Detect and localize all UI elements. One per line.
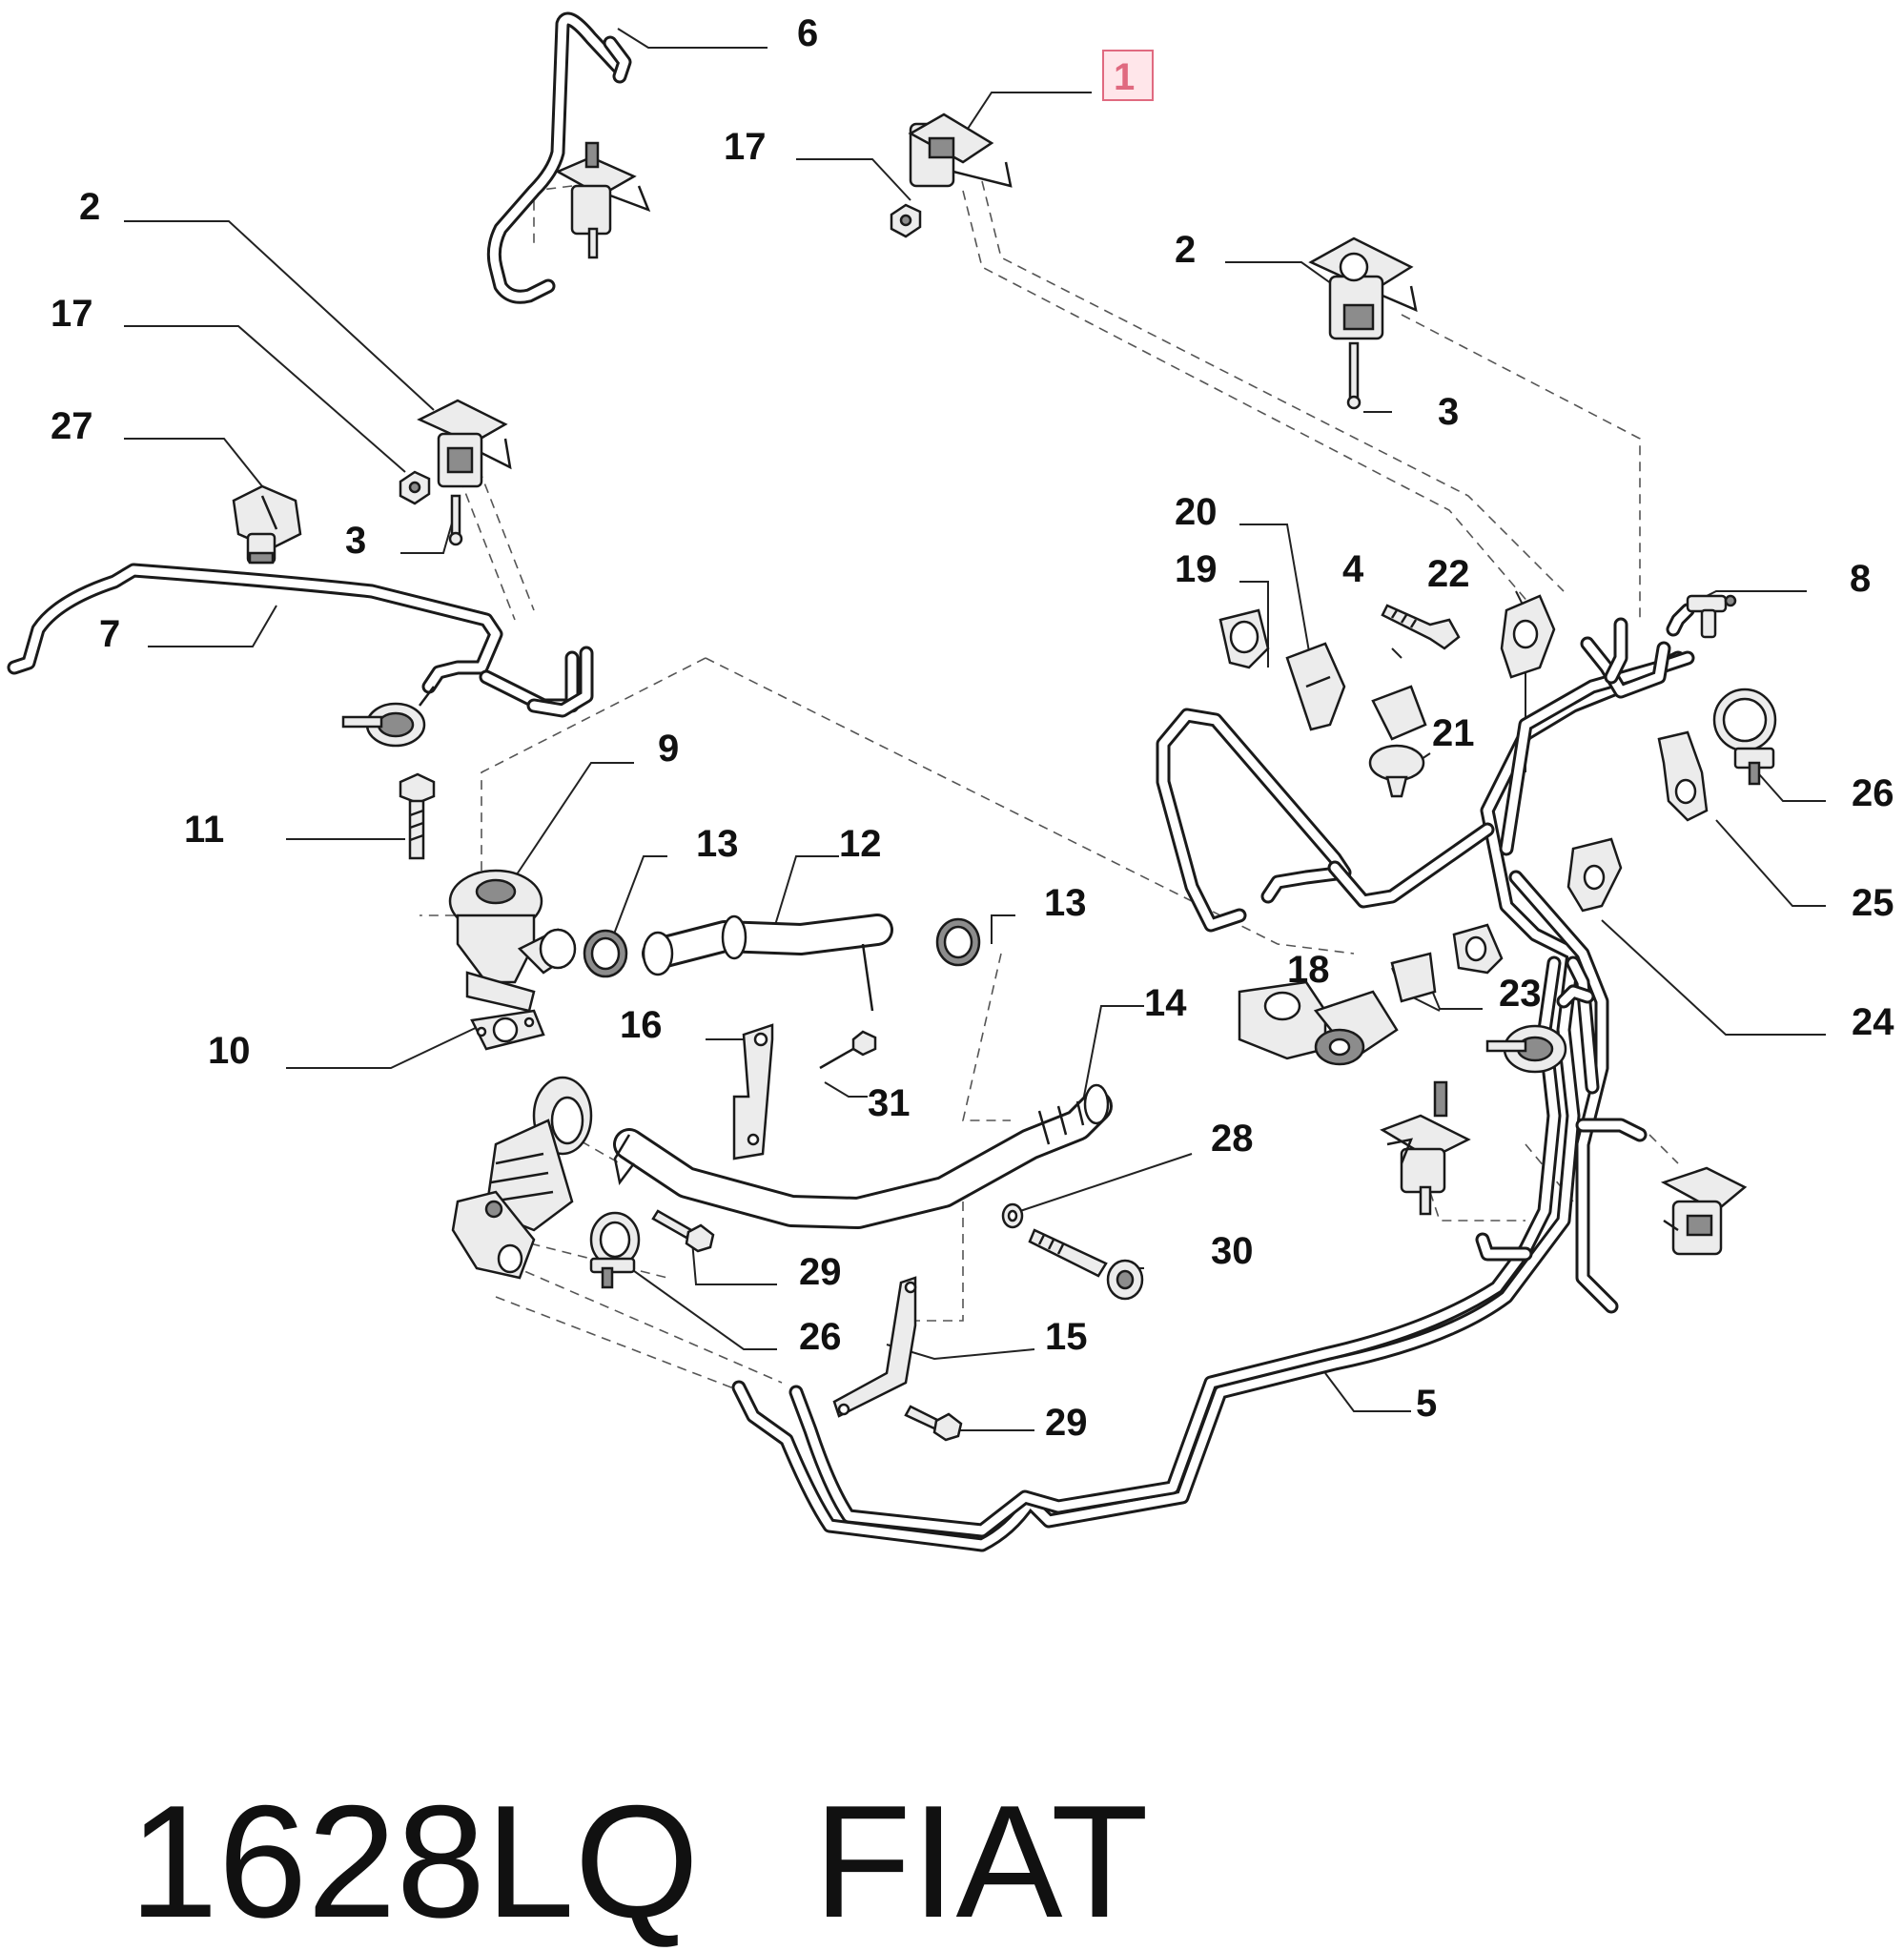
callout-3-left: 3 (345, 520, 366, 562)
leader-lines (124, 28, 1826, 1436)
callout-13-left: 13 (696, 823, 739, 865)
vacuum-actuator-left (341, 686, 435, 748)
bolt-30 (1028, 1228, 1144, 1301)
hose-clamp-13-left (583, 929, 628, 978)
callout-20: 20 (1175, 491, 1218, 533)
vacuum-valve-6 (555, 141, 651, 259)
bracket-16 (732, 1023, 774, 1160)
callout-26-right: 26 (1852, 772, 1894, 814)
callout-30: 30 (1211, 1230, 1254, 1272)
clip-20 (1285, 642, 1346, 731)
clip-22 (1500, 594, 1556, 679)
callout-12: 12 (839, 823, 882, 865)
vacuum-actuator-right (1485, 1024, 1567, 1074)
callout-9: 9 (658, 728, 679, 770)
callout-14: 14 (1144, 982, 1187, 1024)
exploded-parts-diagram: 1 6 17 2 2 17 27 3 3 7 20 19 4 22 8 21 9… (7, 11, 1894, 1552)
nut-17-top (890, 203, 922, 238)
clip-19 (1218, 608, 1270, 669)
vacuum-valve-far-right (1660, 1166, 1748, 1256)
callout-22: 22 (1427, 553, 1470, 595)
egr-cooler-lower-left (451, 1076, 593, 1280)
callout-29-lower: 29 (1045, 1402, 1088, 1444)
bracket-15 (832, 1276, 917, 1418)
callout-23: 23 (1499, 973, 1542, 1015)
callout-26-left: 26 (799, 1316, 842, 1358)
hose-clamp-13-right (935, 917, 981, 967)
assembly-dashed-lines (420, 180, 1679, 1393)
callout-11: 11 (184, 809, 224, 851)
callout-4: 4 (1342, 548, 1364, 590)
callout-27: 27 (51, 405, 93, 447)
callout-16: 16 (620, 1004, 663, 1046)
screw-3-right (1346, 341, 1361, 410)
callout-1: 1 (1114, 56, 1135, 98)
screw-3-left (448, 494, 463, 546)
gasket-10 (470, 1009, 545, 1051)
callout-25: 25 (1852, 882, 1894, 924)
solenoid-valve-2-right (1308, 236, 1418, 340)
washer-28 (1001, 1202, 1024, 1229)
callout-2-left: 2 (79, 186, 100, 228)
callout-31: 31 (868, 1082, 911, 1124)
callout-2-right: 2 (1175, 229, 1196, 271)
callout-labels: 1 6 17 2 2 17 27 3 3 7 20 19 4 22 8 21 9… (51, 12, 1894, 1444)
bolt-11 (399, 772, 436, 860)
callout-5: 5 (1416, 1383, 1437, 1425)
callout-18: 18 (1287, 949, 1330, 991)
throttle-body-18 (1238, 980, 1399, 1066)
brand-name: FIAT (813, 1772, 1149, 1951)
clip-24 (1566, 837, 1623, 913)
callout-7: 7 (99, 613, 120, 655)
callout-6: 6 (797, 12, 818, 54)
stud-4 (1381, 604, 1461, 650)
vacuum-hoses (7, 11, 1695, 1552)
egr-valve-9 (448, 869, 577, 1013)
clip-23 (1452, 923, 1504, 975)
part-shapes (232, 113, 1777, 1442)
clamp-26-left (589, 1211, 641, 1289)
callout-15: 15 (1045, 1316, 1088, 1358)
tee-connector-8 (1686, 594, 1737, 639)
callout-28: 28 (1211, 1118, 1254, 1160)
callout-17-top: 17 (724, 126, 767, 168)
callout-17-left: 17 (51, 293, 93, 335)
callout-3-right: 3 (1438, 391, 1459, 433)
callout-29-upper: 29 (799, 1251, 842, 1293)
screw-29-lower (904, 1405, 963, 1442)
solenoid-valve-2-left (417, 399, 512, 488)
callout-19: 19 (1175, 548, 1218, 590)
callout-10: 10 (208, 1030, 251, 1072)
screw-29-upper (651, 1209, 715, 1253)
clip-18 (1390, 952, 1437, 1003)
clamp-26-right (1712, 688, 1777, 786)
bracket-27 (232, 484, 302, 565)
part-number: 1628LQ (129, 1772, 700, 1951)
callout-21: 21 (1432, 712, 1475, 754)
vacuum-valve-right-lower (1380, 1080, 1471, 1216)
clip-25 (1657, 730, 1709, 822)
callout-13-right: 13 (1044, 882, 1087, 924)
screw-31 (819, 1030, 877, 1070)
diagram-footer: 1628LQ FIAT (40, 1621, 1149, 1951)
egr-pipes (613, 914, 1113, 1229)
callout-8: 8 (1850, 558, 1871, 600)
solenoid-valve-1 (908, 113, 1013, 188)
callout-24: 24 (1852, 1001, 1894, 1043)
nut-17-left (399, 470, 431, 505)
highlighted-callout-box (1102, 50, 1154, 101)
connector-21 (1368, 685, 1427, 798)
